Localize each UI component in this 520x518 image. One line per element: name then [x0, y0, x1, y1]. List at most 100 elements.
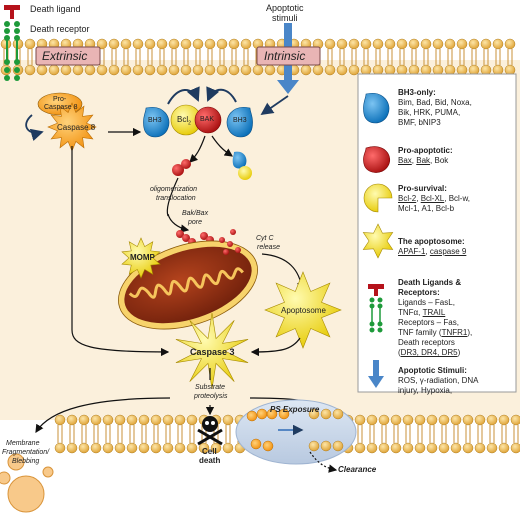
legend-pro-bak: Bak	[416, 156, 431, 165]
momp-star	[121, 237, 161, 279]
legend-pro-rest: , Bok	[430, 156, 449, 165]
extrinsic-label: Extrinsic	[42, 49, 88, 63]
clearance-label: Clearance	[338, 465, 377, 474]
bh3-left-drop	[143, 107, 170, 138]
legend-apo-sep: ,	[425, 247, 430, 256]
ps-exposure-label: PS Exposure	[270, 405, 320, 414]
apoptosome-label: Apoptosome	[281, 306, 326, 315]
legend-dl-line1: Ligands – FasL,	[398, 298, 455, 307]
legend-dl-close: ),	[467, 328, 473, 337]
intrinsic-box	[256, 46, 321, 66]
legend-apo-apaf: APAF-1	[398, 247, 426, 256]
legend-dl-line2: TNFα, TRAIL	[398, 308, 445, 318]
bcl2-label-text: Bcl	[177, 115, 189, 124]
cytc-label-1: Cyt C	[256, 235, 274, 242]
activation-cycle-arrow	[25, 114, 44, 142]
membrane-label-3: Blebbing	[12, 458, 40, 465]
legend-dl-tnf: TNF family (	[398, 328, 442, 337]
bh3-binding-arrow-left	[167, 86, 200, 105]
legend-surv-title: Pro-survival:	[398, 184, 447, 193]
intrinsic-label: Intrinsic	[264, 49, 306, 63]
legend-pro-survival-icon	[363, 183, 393, 213]
substrate-label-2: proteolysis	[194, 393, 228, 400]
legend-pro-members: Bax, Bak, Bok	[398, 156, 448, 166]
c8-to-c3-arrow	[71, 146, 170, 357]
legend-dl-drs: DR3, DR4, DR5	[400, 348, 458, 357]
mitochondrion	[118, 240, 258, 330]
complex-bcl2	[238, 166, 252, 180]
legend-bh3-line1: Bim, Bad, Bid, Noxa,	[398, 98, 472, 107]
free-bak-1	[172, 164, 184, 176]
bakbax-label-2: pore	[188, 219, 203, 226]
legend-surv-line2: Mcl-1, A1, Bcl-b	[398, 204, 455, 213]
legend-surv-sep: ,	[416, 194, 421, 203]
procaspase8-label-1: Pro-	[53, 96, 67, 103]
ps-exposure-lipids	[246, 408, 344, 452]
legend-stimuli-arrow-icon	[368, 360, 384, 388]
caspase3-label: Caspase 3	[190, 347, 235, 357]
apoptotic-stimuli-label-1: Apoptotic	[266, 3, 304, 13]
membrane-blebs	[0, 453, 54, 513]
legend-bh3-title: BH3-only:	[398, 88, 436, 97]
legend-dl-line5: Death receptors	[398, 338, 455, 347]
procaspase8-label-2: Caspase 8	[44, 104, 78, 111]
apoptosome-star	[264, 271, 342, 349]
caspase8-label: Caspase 8	[57, 123, 96, 132]
legend-apo-members: APAF-1, caspase 9	[398, 247, 466, 257]
legend-dl-tnfr1: TNFR1	[441, 328, 468, 337]
legend-dl-tnfa: TNFα,	[398, 308, 423, 317]
legend-surv-bclxl: Bcl-XL	[420, 194, 445, 203]
legend-dl-trail: TRAIL	[422, 308, 446, 317]
legend-apoptosome-icon	[362, 223, 394, 259]
caspase-3-star	[175, 312, 249, 390]
to-blebbing-arrow	[35, 397, 171, 434]
death-ligand-receptor-icon	[4, 5, 20, 81]
legend-dl-close2: )	[457, 348, 461, 357]
cell-death-label-1: Cell	[202, 447, 217, 456]
legend-dl-line6: (DR3, DR4, DR5)	[398, 348, 460, 358]
legend-pro-apoptotic-icon	[363, 146, 390, 173]
cell-death-label-2: death	[199, 456, 221, 465]
stimuli-arrow-head	[277, 80, 299, 94]
legend-apo-title: The apoptosome:	[398, 237, 465, 246]
legend-as-title: Apoptotic Stimuli:	[398, 366, 467, 375]
legend-surv-rest: , Bcl-w,	[444, 194, 471, 203]
bh3-left-label: BH3	[148, 117, 162, 124]
legend-apo-casp9: caspase 9	[429, 247, 467, 256]
legend-pro-title: Pro-apoptotic:	[398, 146, 453, 155]
bcl2-label-sub: 2	[188, 120, 191, 127]
bak-protein	[194, 106, 222, 134]
extrinsic-box	[35, 46, 101, 66]
bakbax-label-1: Bak/Bax	[182, 210, 209, 217]
translocation-label: translocation	[156, 195, 196, 202]
bak-label: BAK	[200, 116, 215, 123]
intrinsic-to-bh3-arrow	[260, 95, 289, 116]
legend-bh3-icon	[363, 93, 390, 124]
substrate-label-1: Substrate	[195, 384, 225, 391]
legend-dl-title1: Death Ligands &	[398, 278, 462, 287]
complex-bh3	[232, 151, 247, 169]
momp-label: MOMP	[130, 253, 155, 262]
free-bak-2	[181, 159, 191, 169]
apoptotic-stimuli-label-2: stimuli	[272, 13, 298, 23]
death-receptor-label: Death receptor	[30, 24, 90, 34]
cytochrome-c	[219, 229, 241, 255]
cytc-label-2: release	[257, 244, 280, 251]
bh3-right-label: BH3	[233, 117, 247, 124]
legend-as-line2: injury, Hypoxia,	[398, 386, 453, 395]
legend-pro-bax: Bax	[398, 156, 412, 165]
bcl2-bh3-complex-arrow	[211, 135, 233, 157]
legend-dl-title2: Receptors:	[398, 288, 440, 297]
clearance-arrow	[309, 451, 338, 473]
death-ligand-label: Death ligand	[30, 4, 81, 14]
legend-dl-line3: Receptors – Fas,	[398, 318, 459, 327]
legend-death-receptor-icon	[368, 284, 384, 333]
legend-as-line1: ROS, γ-radiation, DNA	[398, 376, 479, 385]
bh3-binding-arrow-right	[206, 86, 237, 103]
bh3-right-drop	[226, 107, 253, 138]
legend-bh3-line2: Bik, HRK, PUMA,	[398, 108, 461, 117]
legend-bh3-line3: BMF, bNIP3	[398, 118, 441, 127]
membrane-label-2: Fragmentation/	[2, 449, 50, 456]
